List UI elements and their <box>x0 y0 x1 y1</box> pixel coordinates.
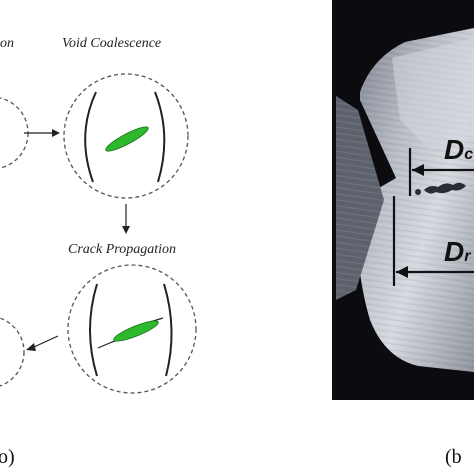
stage-label-void-coalescence: Void Coalescence <box>62 36 162 51</box>
label-dc: Dc <box>444 134 473 166</box>
stage-circle-crack-propagation <box>67 264 197 394</box>
stage-circle-nucleation <box>0 97 29 169</box>
fracture-crack <box>424 182 466 194</box>
stage-label-nucleation-partial: on <box>0 36 14 51</box>
label-dc-main: D <box>444 134 465 165</box>
panel-label-a: o) <box>0 446 15 468</box>
label-dr-sub: r <box>464 248 471 265</box>
label-dr-main: D <box>444 236 465 267</box>
dimension-dr <box>392 196 474 286</box>
dimension-dc <box>408 148 474 196</box>
arrow-down <box>122 204 130 234</box>
label-dc-sub: c <box>464 146 474 163</box>
arrow-right-1 <box>24 129 60 137</box>
stage-circle-fracture <box>0 317 25 387</box>
fracture-photo <box>332 0 474 400</box>
panel-label-b: (b <box>445 446 462 468</box>
void-shape <box>105 126 149 152</box>
label-dr: Dr <box>444 236 470 268</box>
stage-circle-void-coalescence <box>63 73 189 199</box>
stage-label-crack-propagation: Crack Propagation <box>68 242 176 257</box>
arrow-down-left <box>26 335 59 351</box>
crack-void-shape <box>113 320 159 342</box>
